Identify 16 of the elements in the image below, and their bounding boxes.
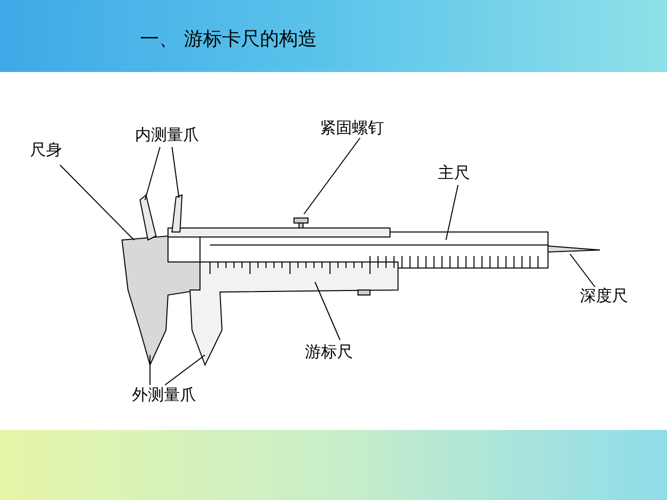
- leader-line: [570, 254, 596, 288]
- part-label: 深度尺: [580, 286, 628, 306]
- leader-line: [446, 184, 458, 240]
- slide-title: 一、 游标卡尺的构造: [140, 27, 318, 52]
- leader-line: [314, 282, 340, 340]
- leader-line: [164, 354, 206, 386]
- part-label: 紧固螺钉: [320, 118, 384, 138]
- part-label: 内测量爪: [135, 125, 199, 145]
- leader-line: [60, 164, 134, 240]
- leader-line: [144, 146, 160, 200]
- part-label: 主尺: [438, 163, 470, 183]
- part-label: 游标尺: [305, 342, 353, 362]
- part-label: 外测量爪: [132, 385, 196, 405]
- part-label: 尺身: [30, 140, 62, 160]
- leader-line: [172, 146, 180, 198]
- leader-line: [304, 138, 360, 214]
